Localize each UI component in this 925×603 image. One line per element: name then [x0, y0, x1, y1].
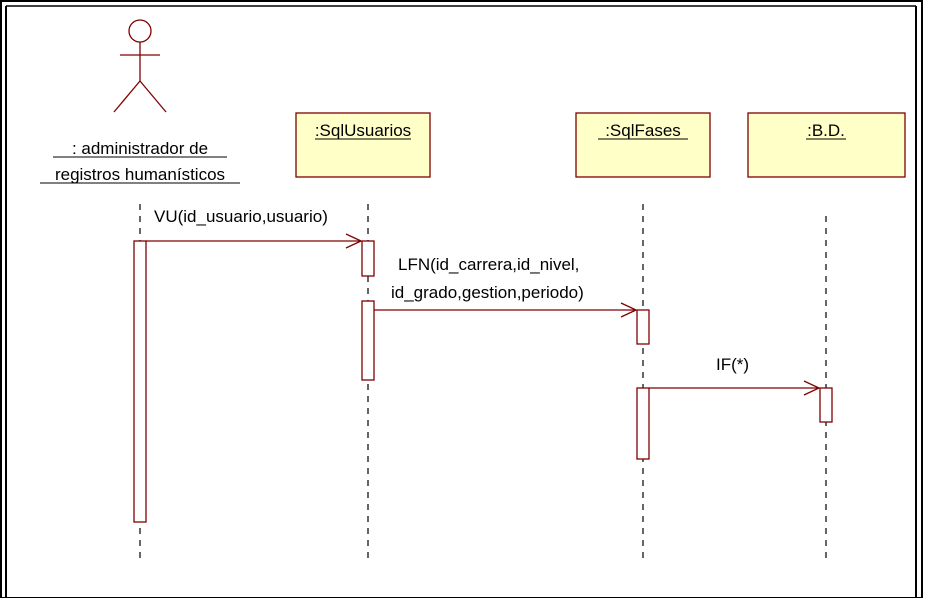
actor-name-line1: : administrador de: [72, 139, 208, 158]
message-label-lfn-line1: LFN(id_carrera,id_nivel,: [398, 255, 579, 274]
activation-actor: [133, 240, 147, 523]
object-label-sqlfases: :SqlFases: [605, 121, 681, 140]
message-vu[interactable]: VU(id_usuario,usuario): [146, 207, 363, 249]
activation-sqlusuarios-2: [361, 300, 375, 381]
message-label-lfn-line2: id_grado,gestion,periodo): [391, 283, 584, 302]
message-label-if: IF(*): [716, 355, 749, 374]
activation-bd: [819, 387, 833, 423]
stick-figure-actor-icon: [113, 19, 167, 113]
message-if[interactable]: IF(*): [649, 355, 821, 396]
activation-sqlusuarios-1: [361, 240, 375, 277]
activation-sqlfases-2: [636, 387, 650, 460]
object-box-sqlfases[interactable]: :SqlFases: [575, 112, 711, 178]
object-box-bd[interactable]: :B.D.: [747, 112, 906, 178]
actor-name-line2: registros humanísticos: [55, 165, 225, 184]
activation-sqlfases-1: [636, 309, 650, 345]
object-box-sqlusuarios[interactable]: :SqlUsuarios: [295, 112, 431, 178]
message-label-vu: VU(id_usuario,usuario): [154, 207, 328, 226]
object-label-bd: :B.D.: [807, 121, 845, 140]
message-lfn[interactable]: LFN(id_carrera,id_nivel, id_grado,gestio…: [374, 255, 638, 318]
object-label-sqlusuarios: :SqlUsuarios: [315, 121, 411, 140]
